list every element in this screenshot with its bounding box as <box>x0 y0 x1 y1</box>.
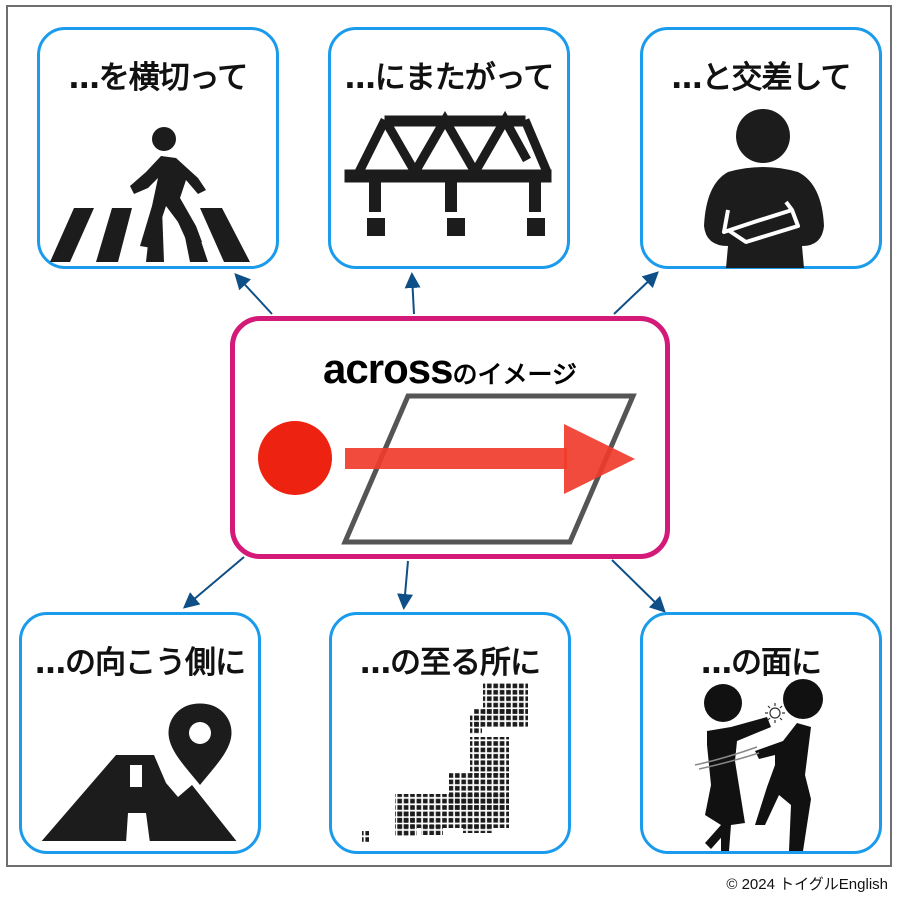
card-label: …と交差して <box>671 60 851 96</box>
copyright-text: © 2024 トイグルEnglish <box>726 876 888 893</box>
card-across-intersecting: …と交差して <box>640 27 882 269</box>
crossed-arms-person-icon <box>704 109 824 268</box>
arrow-to-card-5 <box>397 560 414 610</box>
truss-bridge-icon <box>344 110 552 236</box>
card-across-throughout: …の至る所に <box>329 612 571 854</box>
arrow-to-card-1 <box>234 273 273 315</box>
card-across-face: …の面に <box>640 612 882 854</box>
arrow-to-card-3 <box>613 271 659 315</box>
card-label: …を横切って <box>68 60 248 96</box>
arrow-to-card-4 <box>182 556 245 609</box>
impact-burst-icon <box>765 703 785 723</box>
slap-in-face-icon <box>694 679 823 851</box>
road-location-pin-icon <box>41 701 237 841</box>
card-across-spanning: …にまたがって <box>328 27 570 269</box>
card-label: …の向こう側に <box>35 645 246 681</box>
center-concept-box: acrossのイメージ <box>230 316 670 559</box>
card-label: …の至る所に <box>360 645 541 681</box>
arrow-to-card-6 <box>611 559 666 613</box>
japan-dot-map-icon <box>362 683 528 843</box>
title-across: across <box>323 345 453 392</box>
arrow-to-card-2 <box>404 272 421 315</box>
direction-arrow-icon <box>345 424 635 494</box>
card-across-other-side: …の向こう側に <box>19 612 261 854</box>
card-label: …の面に <box>701 645 822 681</box>
across-illustration <box>258 393 637 545</box>
card-label: …にまたがって <box>344 60 554 96</box>
title-no-image: のイメージ <box>452 360 577 389</box>
parallelogram-surface-icon <box>341 393 637 545</box>
start-dot-icon <box>258 421 332 495</box>
pedestrian-crossing-icon <box>50 127 250 262</box>
card-across-crossing: …を横切って <box>37 27 279 269</box>
center-title: acrossのイメージ <box>235 345 665 393</box>
